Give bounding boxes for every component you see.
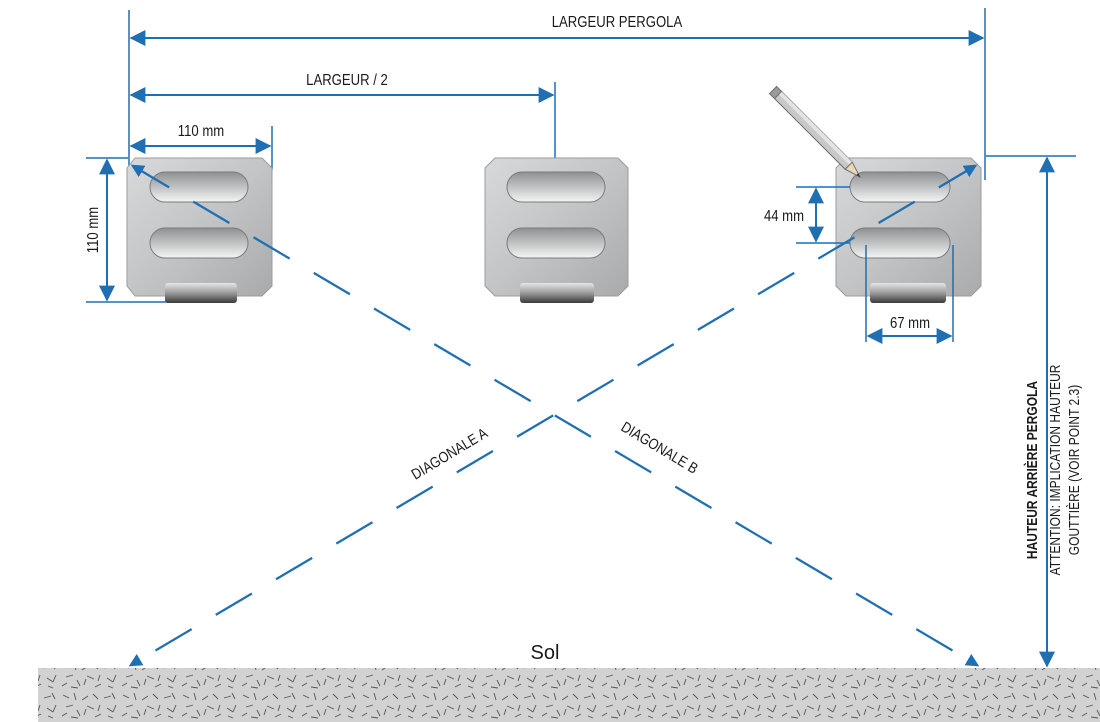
- mounting-plate-middle: [484, 157, 629, 303]
- ground-block: [38, 668, 1100, 722]
- ground-label: Sol: [531, 642, 560, 664]
- mounting-plate-left: [126, 157, 273, 303]
- rear-height-note-line1: ATTENTION: IMPLICATION HAUTEUR: [1047, 364, 1064, 575]
- plate-height-label: 110 mm: [85, 207, 102, 253]
- diagonal-b-line: [130, 164, 980, 667]
- slot-spacing-label: 44 mm: [764, 208, 804, 225]
- mounting-plate-right: [835, 157, 982, 303]
- rear-height-note-line2: GOUTTIÈRE (VOIR POINT 2.3): [1066, 385, 1083, 555]
- diagonal-a-label: DIAGONALE A: [408, 424, 491, 483]
- plate-width-label: 110 mm: [178, 123, 224, 140]
- total-width-label: LARGEUR PERGOLA: [552, 14, 683, 31]
- diagonal-b-label: DIAGONALE B: [618, 418, 701, 477]
- pencil-icon: [768, 85, 862, 179]
- rear-height-title: HAUTEUR ARRIÈRE PERGOLA: [1024, 381, 1041, 559]
- half-width-label: LARGEUR / 2: [306, 72, 388, 89]
- slot-width-label: 67 mm: [890, 315, 930, 332]
